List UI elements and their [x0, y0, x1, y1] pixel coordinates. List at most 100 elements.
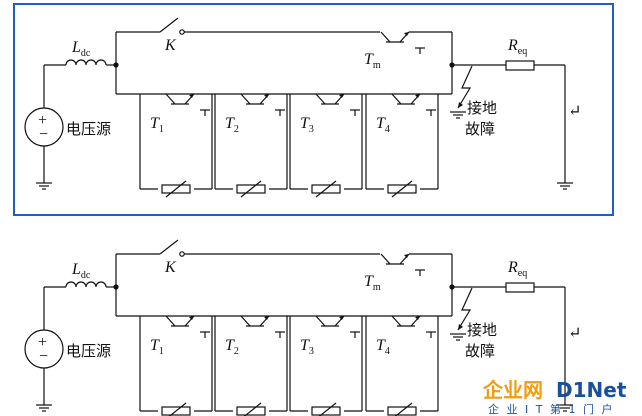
varistor — [387, 402, 417, 416]
inductor-coil — [65, 281, 107, 288]
igbt-arrow — [404, 32, 409, 36]
branch-igbt-4 — [391, 315, 436, 338]
branch-igbt-3 — [315, 315, 360, 338]
igbt-arrow — [415, 94, 420, 98]
varistor-slash — [243, 402, 262, 416]
resistor-label: Req — [507, 37, 527, 57]
branch-1: T1 — [139, 315, 213, 416]
varistor — [161, 402, 191, 416]
varistor-body — [387, 406, 417, 416]
junction-dot — [113, 284, 119, 290]
inductor-label: Ldc — [71, 261, 91, 281]
source-plus-sign: + — [38, 334, 47, 351]
branch-igbt-2 — [240, 315, 285, 338]
source-label: 电压源 — [66, 342, 111, 360]
branch-label-1: T1 — [150, 115, 164, 135]
source-ground-icon — [36, 182, 52, 190]
varistor-body — [311, 406, 341, 416]
inductor — [65, 281, 107, 288]
varistor-slash — [318, 402, 337, 416]
branch-4: T4 — [365, 315, 439, 416]
return-mark: ↵ — [568, 103, 581, 120]
varistor-body — [161, 406, 191, 416]
igbt-collector — [391, 93, 402, 105]
varistor-body — [387, 184, 417, 194]
varistor — [311, 402, 341, 416]
load-ground-icon — [557, 404, 573, 412]
source-plus-sign: + — [38, 112, 47, 129]
igbt-collector — [240, 93, 251, 105]
main-igbt-label: Tm — [364, 51, 381, 71]
panel-frame — [13, 3, 614, 216]
source-minus-sign: − — [39, 126, 48, 143]
fault-label-line2: 故障 — [465, 120, 495, 138]
main-igbt-label: Tm — [364, 273, 381, 293]
branch-3: T3 — [289, 315, 363, 416]
igbt-collector — [165, 315, 176, 327]
igbt-collector — [165, 93, 176, 105]
igbt-collector — [315, 93, 326, 105]
branch-4: T4 — [365, 93, 439, 198]
switch-label: K — [164, 37, 177, 54]
varistor — [161, 180, 191, 198]
branch-label-2: T2 — [225, 115, 239, 135]
varistor-slash — [240, 180, 262, 198]
watermark-brand-cn: 企业网 — [482, 378, 543, 402]
igbt-collector — [380, 31, 391, 43]
branch-label-3: T3 — [300, 337, 314, 357]
fault-bolt — [457, 65, 473, 109]
source-minus-sign: − — [39, 348, 48, 365]
branch-1: T1 — [139, 93, 213, 198]
resistor-label: Req — [507, 259, 527, 279]
watermark-tagline: 企 业 I T 第 1 门 户 — [488, 402, 614, 416]
branch-label-3: T3 — [300, 115, 314, 135]
varistor — [387, 180, 417, 198]
igbt-collector — [240, 315, 251, 327]
switch-contact — [179, 29, 185, 35]
igbt-arrow — [189, 94, 194, 98]
fault-label-line2: 故障 — [465, 342, 495, 360]
source-label: 电压源 — [66, 120, 111, 138]
fault-ground-icon — [450, 333, 466, 341]
branch-2: T2 — [214, 315, 288, 416]
branch-label-2: T2 — [225, 337, 239, 357]
igbt-arrow — [415, 316, 420, 320]
watermark-brand-en: D1Net — [556, 378, 627, 402]
branch-2: T2 — [214, 93, 288, 198]
main-igbt — [380, 253, 425, 276]
igbt-collector — [380, 253, 391, 265]
fault-label-line1: 接地 — [467, 99, 497, 117]
branch-igbt-1 — [165, 93, 210, 116]
varistor-slash — [315, 180, 337, 198]
fault-arrow — [458, 324, 463, 330]
source-ground-icon — [36, 404, 52, 412]
fault-arrow — [458, 102, 463, 108]
varistor-body — [161, 184, 191, 194]
branch-label-4: T4 — [376, 115, 390, 135]
switch-blade — [159, 17, 179, 33]
branch-3: T3 — [289, 93, 363, 198]
varistor-body — [311, 184, 341, 194]
branch-igbt-4 — [391, 93, 436, 116]
varistor-slash — [165, 180, 187, 198]
varistor-slash — [168, 402, 187, 416]
resistor — [505, 60, 535, 71]
igbt-arrow — [404, 254, 409, 258]
main-igbt — [380, 31, 425, 54]
igbt-arrow — [339, 94, 344, 98]
branch-label-1: T1 — [150, 337, 164, 357]
varistor-body — [236, 406, 266, 416]
igbt-arrow — [189, 316, 194, 320]
branch-label-4: T4 — [376, 337, 390, 357]
fault-label-line1: 接地 — [467, 321, 497, 339]
varistor-slash — [394, 402, 413, 416]
igbt-arrow — [339, 316, 344, 320]
igbt-collector — [391, 315, 402, 327]
igbt-arrow — [264, 316, 269, 320]
varistor-slash — [391, 180, 413, 198]
inductor — [65, 59, 107, 66]
